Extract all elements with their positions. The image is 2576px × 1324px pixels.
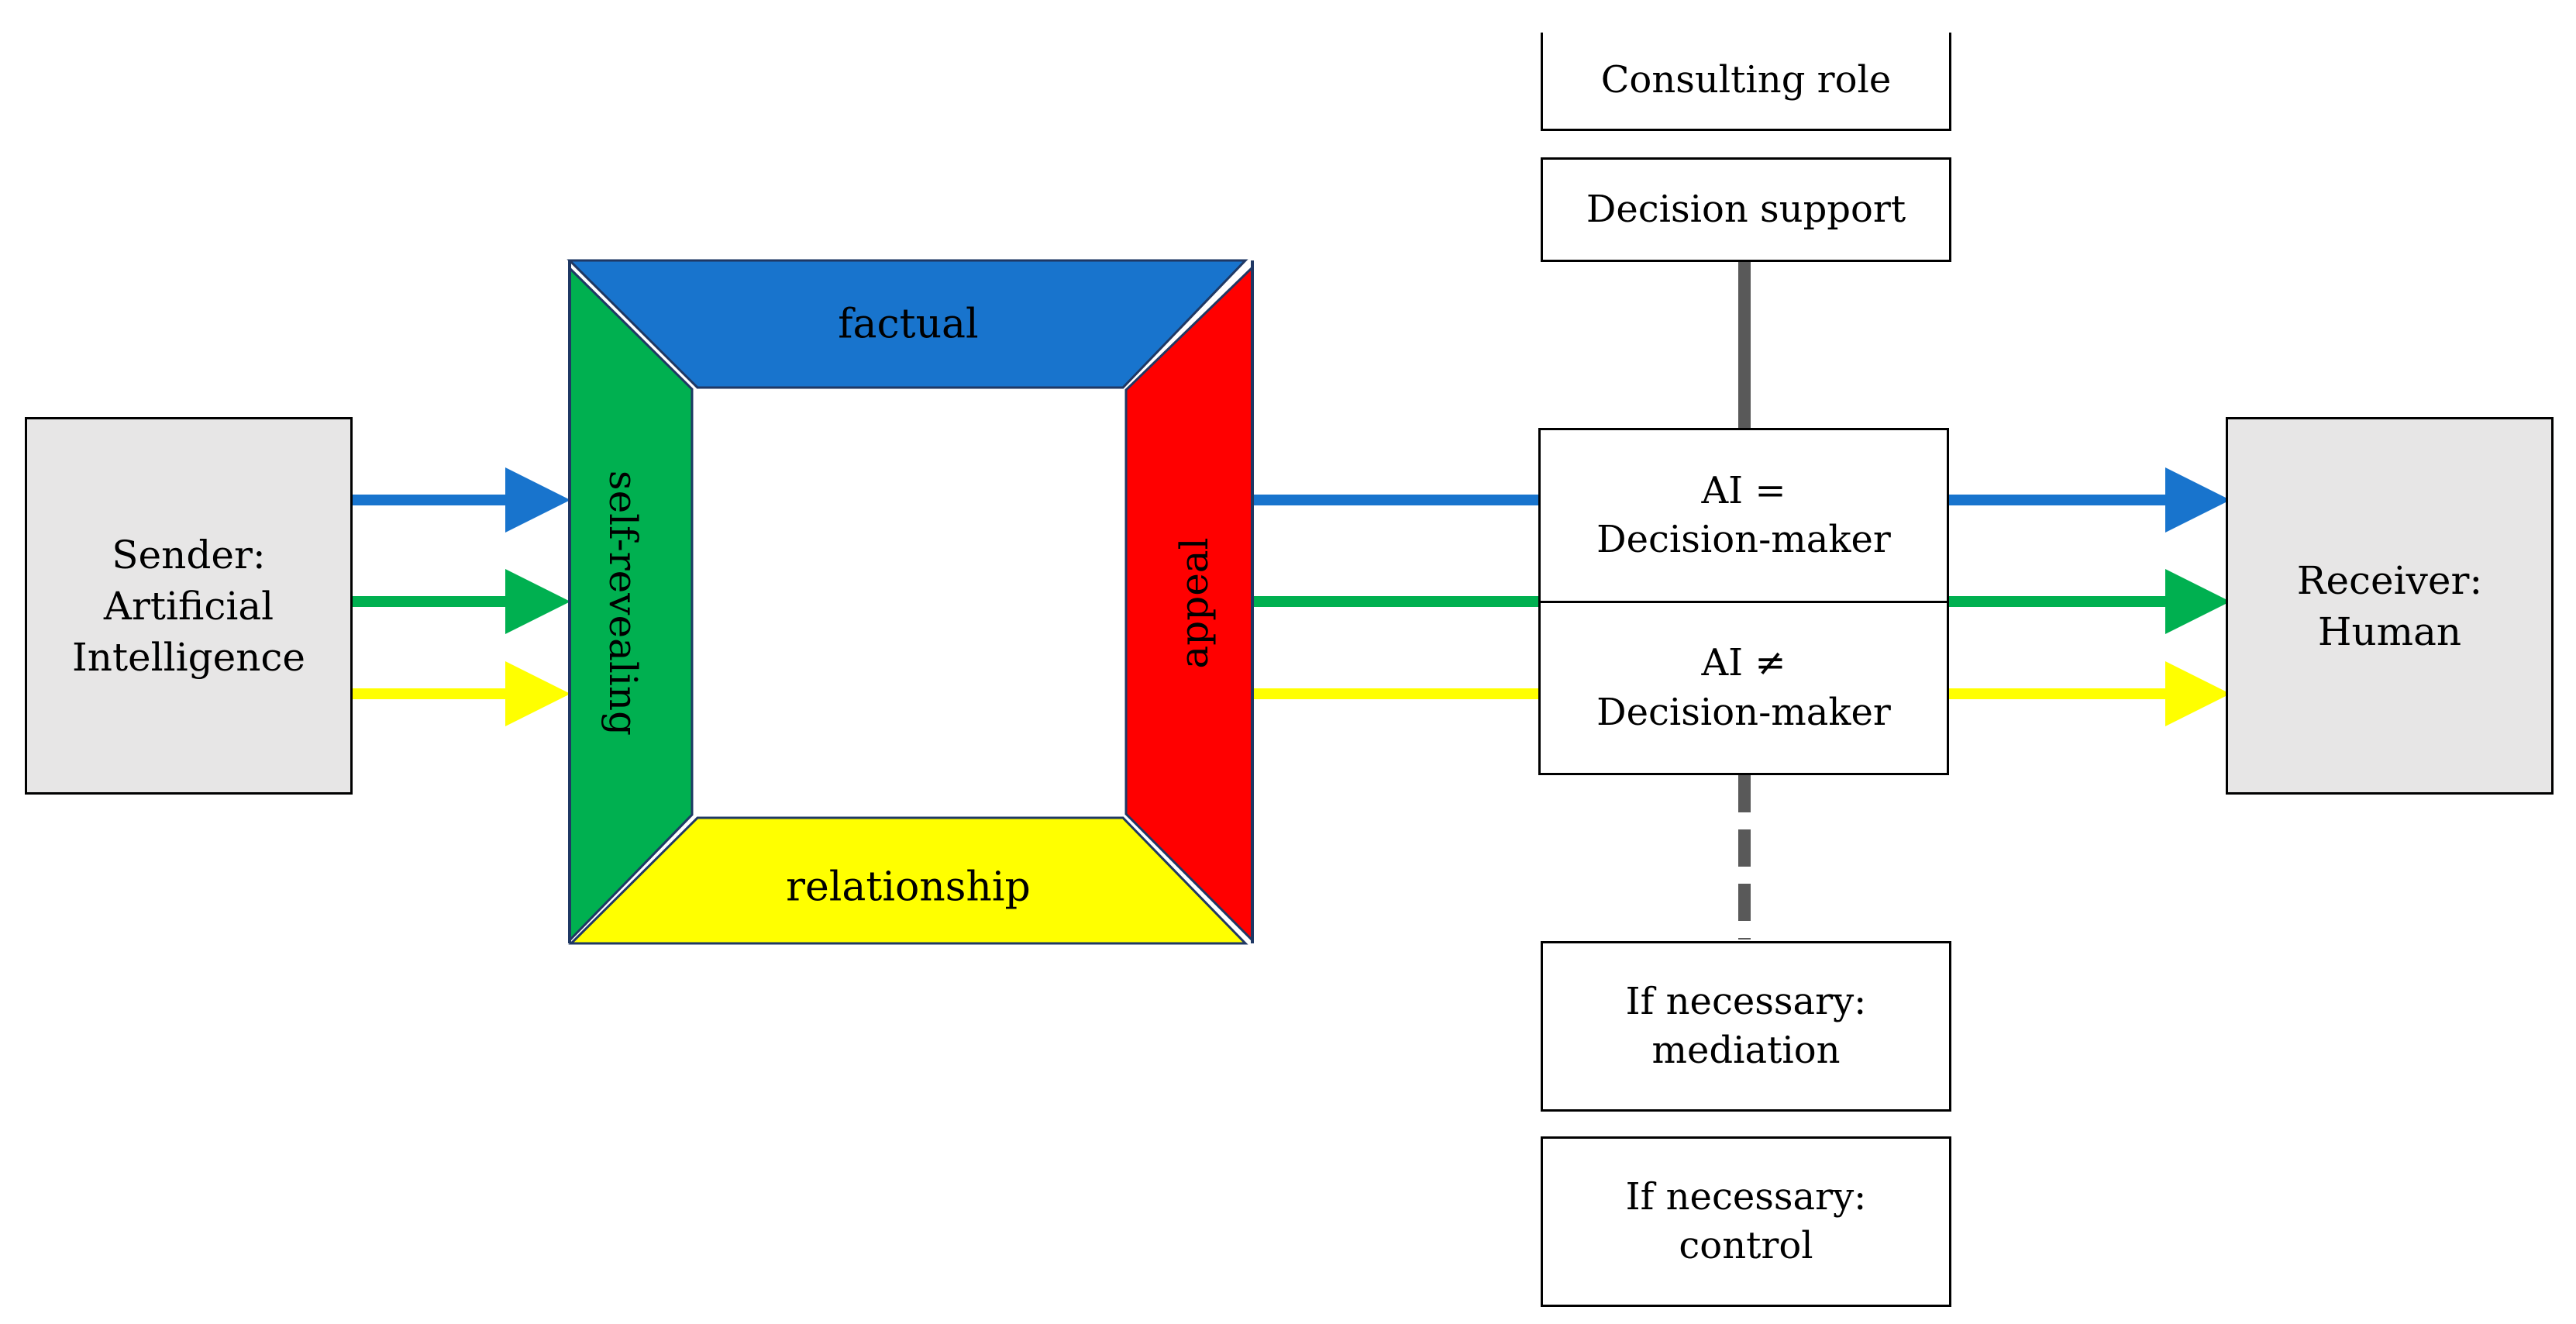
sender-type-line1: Artificial: [103, 583, 274, 629]
receiver-type: Human: [2317, 609, 2462, 654]
ai-equal-role: Decision-maker: [1596, 518, 1891, 561]
decision-support-label: Decision support: [1586, 187, 1906, 231]
consulting-role-label: Consulting role: [1600, 58, 1892, 102]
factual-label: factual: [838, 302, 978, 348]
control-label: control: [1679, 1224, 1813, 1267]
control-condition: If necessary:: [1625, 1174, 1867, 1219]
mediation-label: mediation: [1651, 1029, 1841, 1072]
factual-side: [567, 259, 1248, 389]
mediation-condition: If necessary:: [1625, 979, 1867, 1023]
message-square: factual self-revealing appeal relationsh…: [567, 259, 1254, 945]
ai-not-equal-label: AI ≠: [1701, 641, 1786, 685]
relationship-side: [568, 816, 1248, 945]
ai-not-decision-maker-box: AI ≠ Decision-maker: [1538, 602, 1949, 775]
ai-equal-label: AI =: [1701, 468, 1786, 512]
receiver-box: Receiver: Human: [2226, 417, 2554, 795]
control-box: If necessary: control: [1541, 1136, 1951, 1307]
decision-support-box: Decision support: [1541, 157, 1951, 262]
ai-decision-maker-box: AI = Decision-maker: [1538, 428, 1949, 602]
sender-label: Sender:: [112, 532, 266, 578]
consulting-role-box: Consulting role: [1541, 33, 1951, 131]
mediation-box: If necessary: mediation: [1541, 941, 1951, 1112]
sender-box: Sender: Artificial Intelligence: [25, 417, 353, 795]
appeal-label: appeal: [1172, 537, 1217, 668]
sender-type-line2: Intelligence: [71, 634, 305, 680]
ai-not-equal-role: Decision-maker: [1596, 690, 1891, 734]
relationship-label: relationship: [786, 864, 1031, 911]
receiver-label: Receiver:: [2296, 557, 2483, 603]
self-revealing-label: self-revealing: [601, 471, 646, 736]
